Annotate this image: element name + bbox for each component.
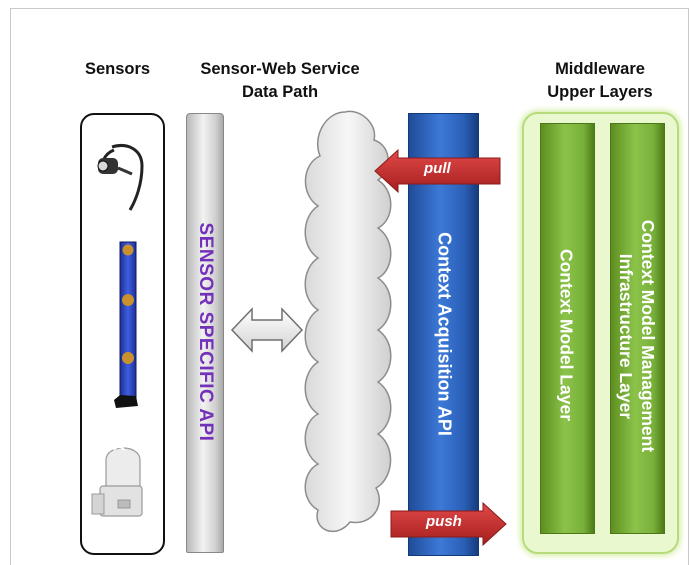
context-model-management-label: Context Model Management Infrastructure … (615, 220, 659, 452)
middleware-heading-line1: Middleware (555, 60, 645, 78)
chest-strap-sensor-icon (114, 241, 138, 408)
ear-clip-sensor-icon (97, 144, 144, 211)
push-arrow (390, 501, 507, 547)
sensor-specific-api-bar (186, 113, 224, 553)
wall-mounted-sensor-icon (91, 446, 143, 517)
cmmi-label-line1: Context Model Management (638, 219, 658, 453)
context-acquisition-api-bar (408, 113, 479, 556)
context-acquisition-api-label: Context Acquisition API (434, 232, 455, 436)
pull-arrow-label: pull (424, 160, 451, 177)
context-model-layer-label: Context Model Layer (556, 248, 577, 422)
sensor-web-heading-line2: Data Path (241, 83, 319, 101)
sensor-specific-api-label: SENSOR SPECIFIC API (195, 222, 216, 442)
bidirectional-arrow-icon (230, 307, 304, 353)
context-model-management-bar (610, 123, 665, 534)
push-arrow-label: push (426, 513, 462, 530)
middleware-heading: Middleware Upper Layers (535, 58, 665, 104)
pull-arrow (374, 148, 501, 194)
frame-left-line (10, 8, 11, 565)
context-model-layer-bar (540, 123, 595, 534)
sensors-heading: Sensors (70, 58, 165, 81)
sensors-heading-text: Sensors (84, 60, 151, 78)
middleware-heading-line2: Upper Layers (547, 83, 653, 101)
cmmi-label-line2: Infrastructure Layer (616, 253, 636, 419)
sensor-web-heading: Sensor-Web Service Data Path (180, 58, 380, 104)
sensor-web-heading-line1: Sensor-Web Service (200, 60, 360, 78)
frame-top-line (10, 8, 689, 9)
web-services-cloud (304, 110, 392, 533)
